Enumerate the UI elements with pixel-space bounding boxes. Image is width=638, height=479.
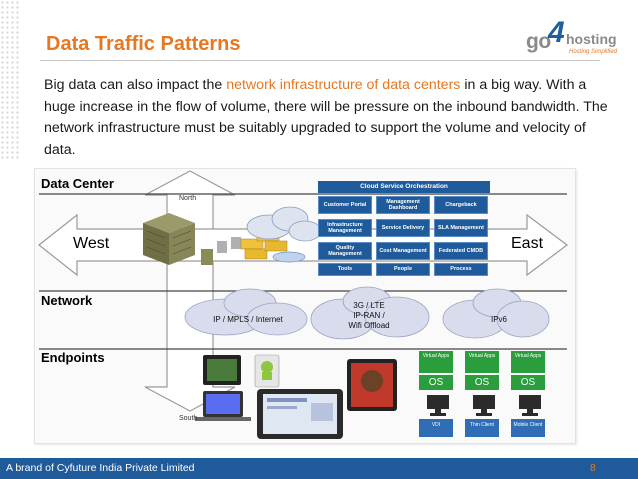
west-label: West	[73, 235, 110, 252]
video-call-phone-icon	[347, 359, 397, 411]
customer-portal-cell: Customer Portal	[318, 196, 372, 214]
body-text-start: Big data can also impact the	[44, 77, 227, 93]
wireless-cloud-icon	[310, 286, 430, 340]
people-cell: People	[376, 263, 430, 276]
data-center-label: Data Center	[41, 176, 114, 191]
ipv6-cloud-icon	[442, 288, 550, 339]
database-icon	[272, 251, 306, 263]
network-label: Network	[41, 293, 93, 308]
sla-management-cell: SLA Management	[434, 219, 488, 237]
tablet-landscape-icon	[257, 389, 343, 439]
wireless-cloud-label-3: Wifi Offload	[348, 321, 390, 330]
slide-title: Data Traffic Patterns	[46, 33, 241, 55]
logo-go: go	[526, 30, 551, 53]
body-text-highlight: network infrastructure of data centers	[226, 77, 461, 93]
tools-cell: Tools	[318, 263, 372, 276]
server-rack-icon	[143, 213, 195, 265]
logo-tagline: Hosting Simplified	[569, 49, 618, 55]
go4hosting-logo: go 4 hosting Hosting Simplified	[524, 16, 620, 64]
virtual-apps-box-1: Virtual Apps	[419, 351, 453, 373]
ipv6-cloud-label: IPv6	[490, 315, 507, 324]
os-box-1: OS	[419, 375, 453, 390]
infrastructure-management-cell: Infrastructure Management	[318, 219, 372, 237]
body-paragraph: Big data can also impact the network inf…	[44, 75, 614, 161]
logo-four: 4	[548, 16, 565, 49]
wireless-cloud-label-2: IP-RAN /	[353, 311, 385, 320]
ip-cloud-icon	[184, 288, 308, 336]
os-box-2: OS	[465, 375, 499, 390]
management-dashboard-cell: Management Dashboard	[376, 196, 430, 214]
datacenter-cloud-icon	[246, 206, 322, 242]
android-phone-icon	[254, 354, 280, 388]
footer-brand-text: A brand of Cyfuture India Private Limite…	[6, 462, 195, 474]
page-number: 8	[590, 462, 596, 474]
tablet-icon	[203, 355, 241, 385]
chargeback-cell: Chargeback	[434, 196, 488, 214]
south-label: South	[179, 415, 198, 422]
logo-hosting: hosting	[566, 31, 617, 47]
virtual-apps-box-2: Virtual Apps	[465, 351, 499, 373]
service-delivery-cell: Service Delivery	[376, 219, 430, 237]
footer-bar: A brand of Cyfuture India Private Limite…	[0, 458, 638, 479]
os-box-3: OS	[511, 375, 545, 390]
federated-cmdb-cell: Federated CMDB	[434, 242, 488, 260]
east-label: East	[511, 235, 544, 252]
data-traffic-diagram: Data Center Network Endpoints North Sout…	[34, 168, 576, 444]
endpoints-label: Endpoints	[41, 350, 105, 365]
wireless-cloud-label-1: 3G / LTE	[353, 301, 385, 310]
body-text-end: in a big way. With a huge increase in th…	[44, 77, 608, 158]
ip-cloud-label: IP / MPLS / Internet	[213, 315, 283, 324]
cloud-service-orchestration-title: Cloud Service Orchestration	[318, 181, 490, 193]
thin-client-computer-icon	[473, 395, 495, 416]
quality-management-cell: Quality Management	[318, 242, 372, 260]
server-icon	[201, 237, 241, 265]
process-cell: Process	[434, 263, 488, 276]
laptop-icon	[195, 391, 251, 421]
mobile-client-box: Mobile Client	[511, 419, 545, 437]
north-label: North	[179, 195, 197, 202]
cost-management-cell: Cost Management	[376, 242, 430, 260]
vdi-computer-icon	[427, 395, 449, 416]
vdi-box: VDI	[419, 419, 453, 437]
virtual-apps-box-3: Virtual Apps	[511, 351, 545, 373]
diagram-graphics	[38, 170, 568, 439]
dot-pattern	[0, 0, 20, 160]
thin-client-box: Thin Client	[465, 419, 499, 437]
mobile-client-computer-icon	[519, 395, 541, 416]
title-divider	[40, 60, 600, 61]
